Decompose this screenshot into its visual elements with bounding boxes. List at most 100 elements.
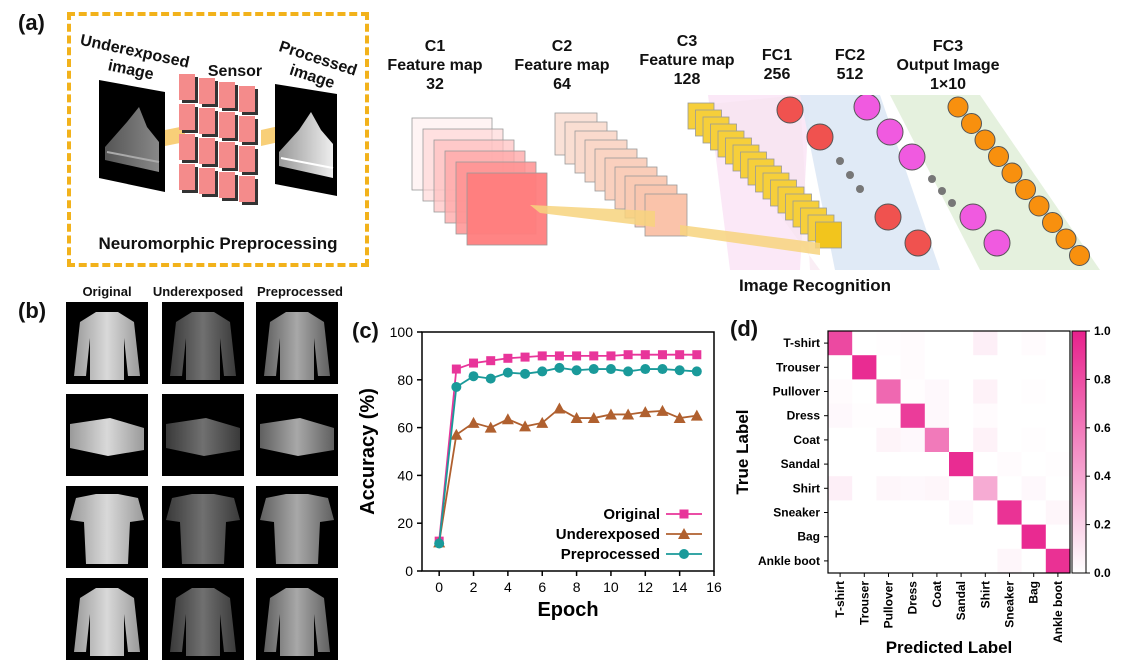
panel-label-a: (a) bbox=[18, 10, 45, 35]
series-line-underexposed bbox=[438, 407, 697, 543]
heatmap-cell bbox=[828, 427, 853, 453]
true-class-label: T-shirt bbox=[783, 336, 820, 350]
data-point-underexposed bbox=[536, 416, 549, 428]
heatmap-cell bbox=[900, 452, 926, 477]
data-point-preprocessed bbox=[468, 371, 479, 382]
data-point-original bbox=[623, 350, 633, 360]
data-point-original bbox=[640, 350, 650, 360]
heatmap-cell bbox=[900, 379, 926, 404]
predicted-class-label: Coat bbox=[930, 581, 944, 608]
panel-label-b: (b) bbox=[18, 298, 47, 323]
underexposed-shoe-image bbox=[99, 80, 165, 192]
heatmap-cell bbox=[1021, 355, 1047, 380]
heatmap-cell bbox=[949, 476, 974, 501]
x-axis-label: Epoch bbox=[537, 599, 598, 620]
true-class-label: Dress bbox=[787, 409, 821, 423]
heatmap-cell bbox=[949, 500, 974, 525]
data-point-original bbox=[589, 351, 599, 361]
heatmap-cell bbox=[876, 548, 901, 574]
heatmap-cell bbox=[949, 427, 974, 453]
data-point-original bbox=[451, 364, 461, 374]
fc3-nodes bbox=[947, 96, 1090, 266]
heatmap-cell bbox=[924, 500, 950, 525]
heatmap-cell bbox=[876, 452, 901, 477]
sensor-pixel bbox=[219, 82, 235, 108]
x-tick-label: 16 bbox=[706, 579, 722, 595]
heatmap-cell bbox=[949, 524, 974, 550]
heatmap-cell bbox=[1045, 427, 1071, 453]
sensor-pixel bbox=[219, 172, 235, 198]
predicted-class-label: Pullover bbox=[882, 581, 896, 629]
heatmap-cell bbox=[852, 524, 877, 550]
heatmap-cell bbox=[876, 476, 901, 501]
data-point-original bbox=[606, 351, 616, 361]
x-tick-label: 8 bbox=[573, 579, 581, 595]
x-tick-label: 10 bbox=[603, 579, 619, 595]
heatmap-cell bbox=[924, 379, 950, 404]
data-point-preprocessed bbox=[691, 366, 702, 377]
y-axis-label: True Label bbox=[733, 409, 752, 494]
legend-label: Preprocessed bbox=[561, 546, 660, 563]
heatmap-cell bbox=[900, 331, 926, 356]
true-class-label: Pullover bbox=[773, 385, 821, 399]
fc3-node bbox=[947, 96, 969, 118]
heatmap-cell bbox=[900, 524, 926, 550]
heatmap-cell bbox=[852, 500, 877, 525]
predicted-class-label: Bag bbox=[1027, 581, 1041, 604]
heatmap-cell bbox=[1021, 476, 1047, 501]
heatmap-cell bbox=[1021, 548, 1047, 574]
data-point-underexposed bbox=[467, 416, 480, 428]
y-tick-label: 60 bbox=[397, 420, 413, 436]
heatmap-cell bbox=[997, 355, 1022, 380]
heatmap-cell bbox=[997, 403, 1022, 429]
fc3-node bbox=[1028, 195, 1050, 217]
data-point-preprocessed bbox=[502, 367, 513, 378]
data-point-original bbox=[520, 352, 530, 362]
data-point-preprocessed bbox=[434, 538, 445, 549]
heatmap-cell bbox=[973, 452, 998, 477]
heatmap-cell bbox=[1045, 548, 1071, 574]
heatmap-cell bbox=[997, 476, 1022, 501]
data-point-original bbox=[657, 350, 667, 360]
data-point-underexposed bbox=[690, 409, 703, 421]
heatmap-cell bbox=[924, 548, 950, 574]
feature-map bbox=[466, 172, 548, 246]
layer-label-fc1: FC1 256 bbox=[752, 46, 802, 84]
heatmap-cell bbox=[1021, 452, 1047, 477]
garment-shape bbox=[74, 312, 140, 380]
heatmap-cell bbox=[900, 427, 926, 453]
heatmap-cell bbox=[973, 476, 998, 501]
heatmap-cell bbox=[924, 476, 950, 501]
recognition-title: Image Recognition bbox=[738, 276, 892, 295]
garment-shape bbox=[74, 588, 140, 656]
sensor-pixel bbox=[179, 74, 195, 100]
c2-type: Feature map bbox=[514, 57, 610, 74]
data-point-preprocessed bbox=[554, 362, 565, 373]
predicted-class-label: Trouser bbox=[857, 581, 871, 625]
c3-feature-maps bbox=[687, 102, 842, 249]
data-point-original bbox=[469, 358, 479, 368]
heatmap-cell bbox=[1045, 524, 1071, 550]
garment-shape bbox=[260, 418, 334, 456]
samples-header-underexposed: Underexposed bbox=[152, 284, 244, 299]
heatmap-cell bbox=[852, 476, 877, 501]
heatmap-cell bbox=[828, 548, 853, 574]
data-point-original bbox=[503, 353, 513, 363]
heatmap-cell bbox=[1045, 355, 1071, 380]
heatmap-cell bbox=[828, 476, 853, 501]
data-point-preprocessed bbox=[520, 368, 531, 379]
c3-name: C3 bbox=[676, 33, 698, 50]
sample-images-grid bbox=[66, 302, 338, 660]
data-point-preprocessed bbox=[640, 364, 651, 375]
sensor-pixel bbox=[179, 164, 195, 190]
y-tick-label: 80 bbox=[397, 372, 413, 388]
heatmap-cell bbox=[1021, 500, 1047, 525]
heatmap-cell bbox=[1021, 427, 1047, 453]
heatmap-cell bbox=[997, 379, 1022, 404]
heatmap-cell bbox=[876, 427, 901, 453]
x-tick-label: 12 bbox=[638, 579, 654, 595]
data-point-underexposed bbox=[450, 428, 463, 440]
layer-label-fc3: FC3 Output Image 1×10 bbox=[888, 37, 1008, 94]
heatmap-cell bbox=[852, 331, 877, 356]
c3-type: Feature map bbox=[639, 52, 735, 69]
